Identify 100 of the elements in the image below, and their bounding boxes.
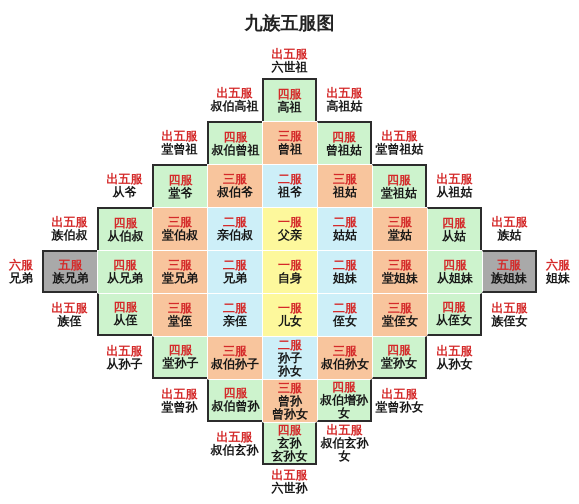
mourning-grade: 二服 <box>223 259 247 272</box>
kinship-term: 族侄 <box>58 314 82 328</box>
kinship-term: 六世孙 <box>272 482 308 495</box>
mourning-grade: 出五服 <box>52 302 88 314</box>
mourning-grade: 出五服 <box>162 130 198 142</box>
kinship-cell <box>207 121 262 164</box>
kinship-term: 叔伯孙子 <box>211 358 259 371</box>
mourning-grade: 四服 <box>224 387 248 400</box>
mourning-grade: 四服 <box>332 380 356 394</box>
kinship-cell <box>372 336 427 379</box>
kinship-cell <box>372 293 427 336</box>
mourning-grade: 三服 <box>223 173 247 186</box>
mourning-grade: 一服 <box>278 259 302 272</box>
mourning-grade: 四服 <box>224 130 248 144</box>
kinship-term: 堂姐妹 <box>382 272 418 285</box>
kinship-cell <box>207 379 262 422</box>
kinship-cell <box>152 336 207 379</box>
kinship-term: 玄孙女 <box>272 450 308 462</box>
mourning-grade: 出五服 <box>492 216 528 228</box>
mourning-grade: 三服 <box>333 173 357 186</box>
kinship-term: 孙子 <box>278 352 302 364</box>
mourning-grade: 出五服 <box>106 344 142 358</box>
kinship-term: 曾祖姑 <box>326 144 362 156</box>
mourning-grade: 出五服 <box>162 388 198 400</box>
kinship-cell <box>427 293 482 336</box>
kinship-cell <box>207 207 262 250</box>
kinship-term: 族伯叔 <box>52 228 88 242</box>
mourning-grade: 出五服 <box>52 216 88 228</box>
mourning-grade: 四服 <box>387 174 411 186</box>
kinship-term: 叔伯玄孙 <box>210 444 258 456</box>
kinship-term: 曾孙 <box>278 394 302 408</box>
kinship-term: 亲侄 <box>223 315 247 328</box>
mourning-grade: 三服 <box>388 259 412 272</box>
mourning-grade: 出五服 <box>106 172 142 186</box>
kinship-term: 堂爷 <box>168 186 192 200</box>
kinship-cell <box>262 121 317 164</box>
mourning-grade: 出五服 <box>436 344 472 358</box>
mourning-grade: 四服 <box>442 301 466 314</box>
kinship-cell <box>262 336 317 379</box>
mourning-grade: 四服 <box>332 130 356 144</box>
kinship-cell <box>317 293 372 336</box>
kinship-term: 姐妹 <box>333 272 357 285</box>
kinship-term: 堂侄 <box>168 315 192 328</box>
mourning-grade: 出五服 <box>216 430 252 444</box>
kinship-cell <box>152 207 207 250</box>
kinship-term: 堂曾孙 <box>162 400 198 414</box>
kinship-term: 叔伯曾祖 <box>212 144 260 156</box>
mourning-grade: 出五服 <box>382 130 418 142</box>
kinship-term: 玄孙 <box>278 436 302 450</box>
kinship-term: 族侄女 <box>492 314 528 328</box>
kinship-cell <box>262 78 317 121</box>
kinship-cell <box>317 121 372 164</box>
kinship-cell <box>372 164 427 207</box>
kinship-cell <box>427 207 482 250</box>
kinship-term: 族兄弟 <box>52 272 88 284</box>
kinship-term: 父亲 <box>278 229 302 242</box>
mourning-grade: 三服 <box>223 345 247 358</box>
kinship-cell <box>317 379 372 422</box>
mourning-grade: 三服 <box>168 259 192 272</box>
kinship-term: 从侄 <box>114 314 138 327</box>
mourning-grade: 出五服 <box>272 48 308 61</box>
kinship-term: 祖姑 <box>333 186 357 199</box>
mourning-grade: 二服 <box>278 338 302 352</box>
mourning-grade: 四服 <box>168 174 192 186</box>
kinship-term: 从祖姑 <box>436 186 472 198</box>
kinship-cell <box>317 164 372 207</box>
mourning-grade: 出五服 <box>382 388 418 400</box>
kinship-cell <box>317 207 372 250</box>
mourning-grade: 三服 <box>388 302 412 315</box>
kinship-term: 堂曾孙女 <box>376 400 424 414</box>
mourning-grade: 三服 <box>278 130 302 143</box>
kinship-term: 曾孙女 <box>272 408 308 420</box>
kinship-cell <box>207 336 262 379</box>
mourning-grade: 二服 <box>333 216 357 229</box>
mourning-grade: 出五服 <box>326 424 362 437</box>
kinship-cell <box>207 293 262 336</box>
mourning-grade: 三服 <box>278 382 302 394</box>
mourning-grade: 一服 <box>278 302 302 315</box>
mourning-grade: 三服 <box>388 216 412 229</box>
kinship-cell <box>262 250 317 293</box>
mourning-grade: 四服 <box>168 344 192 357</box>
kinship-term: 从孙女 <box>436 358 472 370</box>
kinship-term: 堂孙子 <box>162 357 198 370</box>
kinship-term: 堂祖姑 <box>381 186 417 200</box>
mourning-grade: 二服 <box>278 173 302 186</box>
mourning-grade: 四服 <box>442 216 466 230</box>
kinship-term: 堂伯叔 <box>162 229 198 242</box>
kinship-term: 从伯叔 <box>108 230 144 242</box>
kinship-term: 叔伯高祖 <box>210 100 258 112</box>
kinship-cell <box>152 293 207 336</box>
kinship-term: 从兄弟 <box>107 272 143 285</box>
diagram-title: 九族五服图 <box>244 12 334 36</box>
mourning-grade: 三服 <box>168 216 192 229</box>
kinship-term: 堂姑 <box>388 229 412 242</box>
kinship-term: 从侄女 <box>436 314 472 327</box>
mourning-grade: 出五服 <box>326 86 362 100</box>
mourning-grade: 五服 <box>497 258 521 272</box>
mourning-grade: 三服 <box>333 345 357 358</box>
kinship-cell <box>207 164 262 207</box>
mourning-grade: 二服 <box>223 216 247 229</box>
